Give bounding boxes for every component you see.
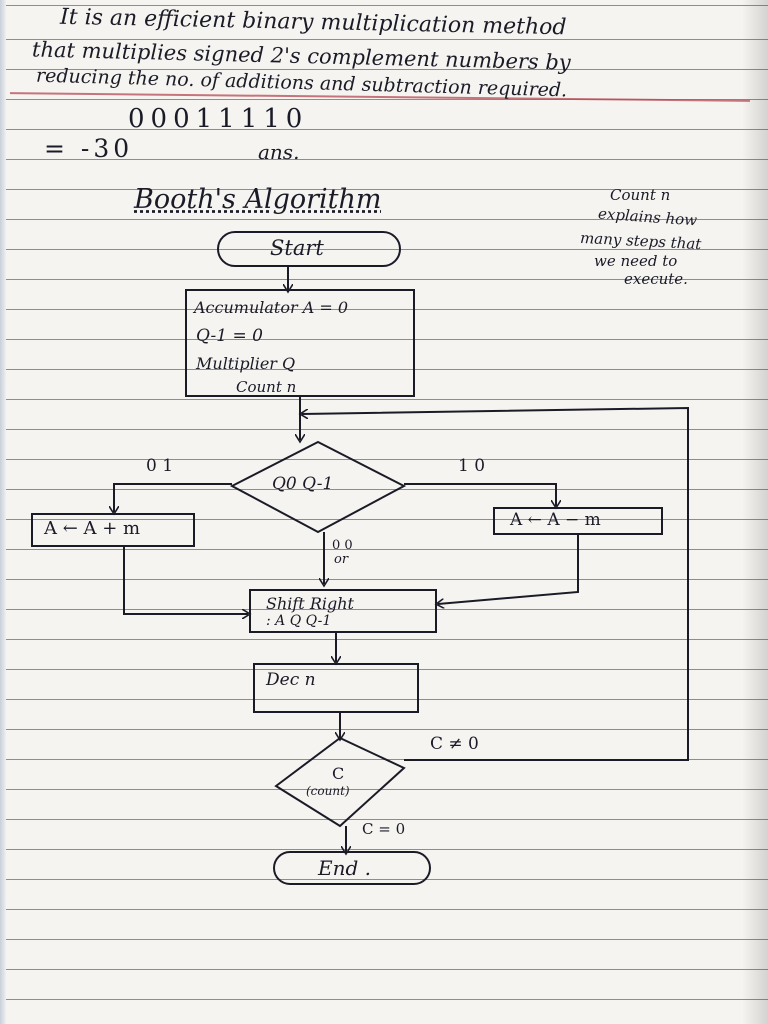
arrow-add-to-shift	[123, 546, 248, 614]
shift-box	[249, 589, 437, 633]
dec-box	[253, 663, 419, 713]
answer-label: ans.	[258, 140, 300, 164]
count-line-1: C	[332, 764, 345, 783]
init-line-4: Count n	[236, 378, 297, 396]
start-terminal	[217, 231, 401, 267]
arrow-branch-left	[114, 483, 232, 512]
branch-middle-top-label: 0 0	[332, 538, 353, 553]
end-label: End .	[318, 856, 371, 880]
start-label: Start	[270, 236, 324, 260]
end-terminal	[273, 851, 431, 885]
decision-count	[274, 736, 406, 828]
shift-line-1: Shift Right	[266, 594, 354, 613]
arrow-branch-right	[404, 483, 556, 506]
page-binding-shadow	[742, 0, 768, 1024]
side-note-line-4: we need to	[594, 252, 678, 270]
decision-q0-q-1	[229, 440, 407, 534]
decimal-example: = -30	[44, 134, 134, 163]
init-line-2: Q-1 = 0	[196, 326, 263, 346]
branch-middle-bottom-label: or	[334, 552, 349, 567]
heading-title: Booth's Algorithm	[134, 184, 382, 215]
init-line-1: Accumulator A = 0	[194, 298, 349, 317]
branch-left-label: 0 1	[146, 456, 174, 476]
decision-1-label: Q0 Q-1	[272, 474, 334, 494]
page-left-edge	[0, 0, 6, 1024]
shift-line-2: : A Q Q-1	[266, 613, 332, 629]
init-line-3: Multiplier Q	[196, 354, 296, 373]
arrow-sub-to-shift	[438, 534, 579, 604]
side-note-line-5: execute.	[624, 270, 688, 288]
dec-label: Dec n	[266, 670, 316, 690]
loop-label: C ≠ 0	[430, 734, 479, 754]
add-box	[31, 513, 195, 547]
binary-example: 00011110	[128, 104, 309, 134]
branch-right-label: 1 0	[458, 456, 486, 476]
add-box-label: A ← A + m	[44, 518, 141, 539]
sub-box-label: A ← A − m	[510, 510, 601, 530]
exit-label: C = 0	[362, 820, 406, 838]
arrow-loop-back	[302, 406, 689, 761]
count-line-2: (count)	[306, 784, 350, 798]
side-note-line-1: Count n	[610, 186, 671, 204]
